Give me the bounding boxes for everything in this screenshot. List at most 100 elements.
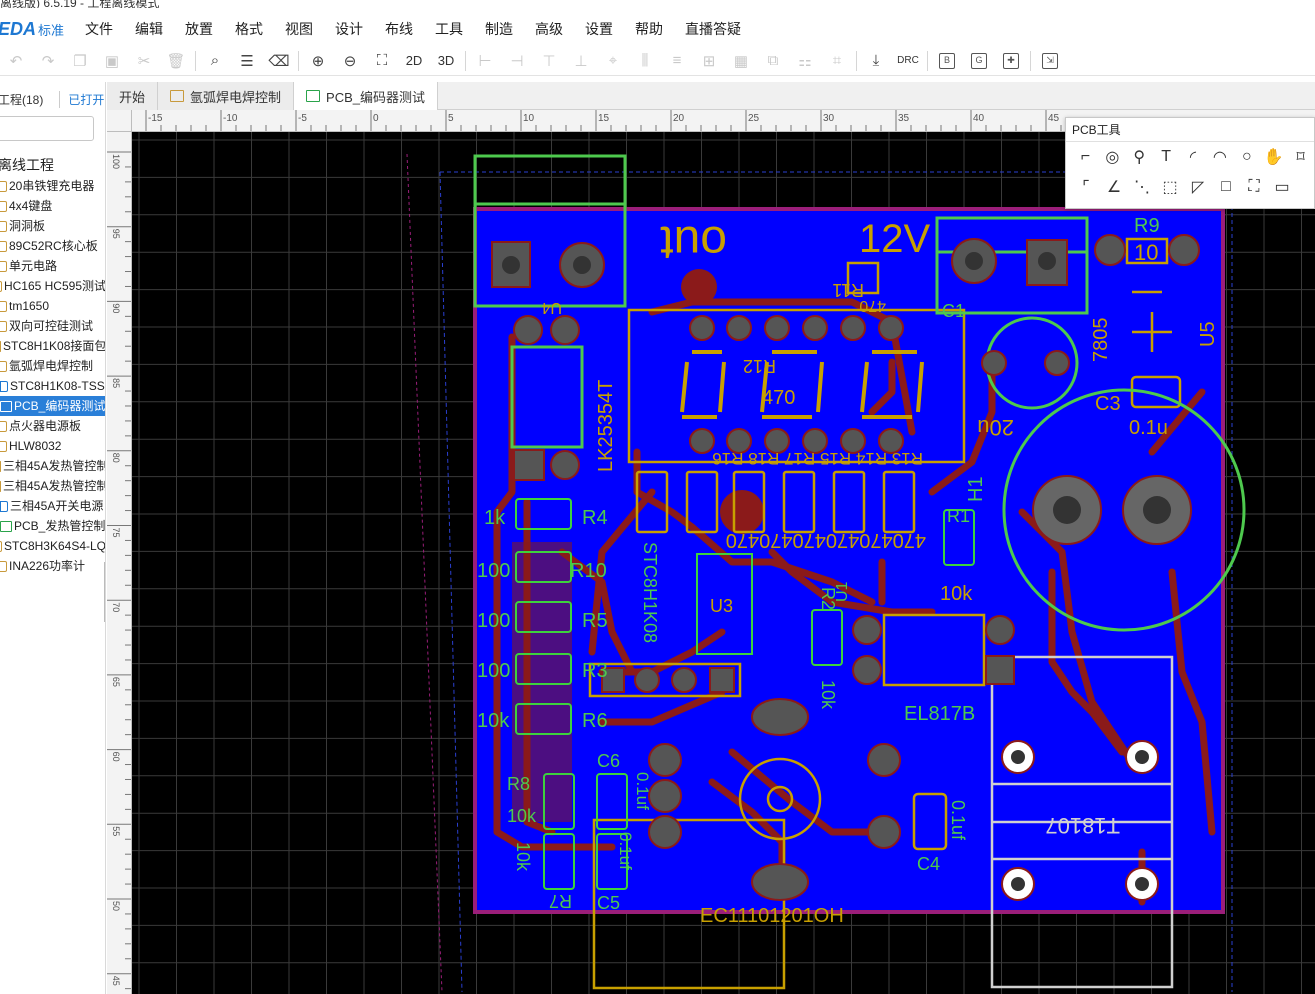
tree-item[interactable]: 点火器电源板 (0, 416, 105, 436)
zoom-in-icon[interactable]: ⊕ (311, 52, 325, 70)
angle-icon[interactable]: ∠ (1106, 179, 1122, 196)
tree-item[interactable]: 三相45A开关电源 (0, 496, 105, 516)
tab-start[interactable]: 开始 (107, 82, 159, 110)
menu-design[interactable]: 设计 (335, 21, 364, 37)
more-icon[interactable]: ⌑ (1296, 149, 1305, 166)
tree-item[interactable]: 三相45A发热管控制 (0, 456, 105, 476)
tree-item[interactable]: PCB_编码器测试 (0, 396, 106, 416)
text-icon[interactable]: T (1161, 148, 1171, 165)
tab-project[interactable]: 氩弧焊电焊控制 (158, 82, 295, 110)
pcb-drawing[interactable]: out 12V R9 10 R11 470 U4 C1 LK25354T 780… (132, 132, 1315, 994)
export-icon[interactable]: ⇲ (1034, 48, 1066, 74)
tree-item[interactable]: 三相45A发热管控制 (0, 476, 105, 496)
arc2-icon[interactable]: ◠ (1212, 149, 1227, 166)
copy-icon[interactable]: ❐ (73, 52, 87, 70)
arrange-icon[interactable]: ⚏ (798, 52, 812, 70)
pad-icon[interactable]: ◎ (1105, 149, 1120, 166)
tab-pcb-active[interactable]: PCB_编码器测试 (294, 82, 438, 110)
tree-item[interactable]: 89C52RC核心板 (0, 236, 105, 256)
trace (598, 688, 726, 726)
pcb-canvas[interactable]: out 12V R9 10 R11 470 U4 C1 LK25354T 780… (132, 132, 1315, 994)
rect-icon[interactable]: □ (1221, 178, 1231, 195)
align-left-icon[interactable]: ⊢ (478, 52, 492, 70)
via-icon[interactable]: ⚲ (1133, 149, 1146, 166)
image-icon[interactable]: ⛶ (1248, 178, 1260, 195)
arc-icon[interactable]: ◜ (1189, 149, 1197, 166)
align-center-icon[interactable]: ⌖ (608, 52, 618, 69)
menu-place[interactable]: 放置 (185, 21, 214, 37)
tree-item[interactable]: 4x4键盘 (0, 196, 105, 216)
view-3d-button[interactable]: 3D (437, 53, 455, 68)
find-similar-icon[interactable]: ☰ (240, 52, 254, 70)
menu-settings[interactable]: 设置 (585, 21, 614, 37)
align-top-icon[interactable]: ⊤ (542, 52, 556, 70)
import-changes-icon[interactable]: ⤓ (872, 52, 880, 69)
delete-icon[interactable]: 🗑 (166, 52, 186, 70)
tree-item[interactable]: PCB_发热管控制 (0, 516, 105, 536)
tree-root[interactable]: 离线工程 (0, 157, 54, 173)
tree-item[interactable]: HC165 HC595测试 (0, 276, 105, 296)
tree-item[interactable]: 氩弧焊电焊控制 (0, 356, 105, 376)
view-2d-button[interactable]: 2D (405, 53, 423, 68)
tree-item[interactable]: STC8H3K64S4-LQ (0, 536, 105, 556)
align-bottom-icon[interactable]: ⊥ (574, 52, 588, 70)
layout-icon[interactable]: ⌗ (832, 52, 842, 69)
gerber-icon[interactable]: G (963, 48, 995, 74)
connect-icon[interactable]: ⋱ (1134, 179, 1150, 196)
align-grid-icon[interactable]: ⊞ (702, 52, 716, 70)
panel-scrollbar[interactable] (104, 562, 105, 622)
tree-item[interactable]: 双向可控硅测试 (0, 316, 105, 336)
ungroup-icon[interactable]: ⧉ (767, 52, 779, 69)
panel-icon[interactable]: ▭ (1274, 179, 1290, 196)
menu-tools[interactable]: 工具 (435, 21, 464, 37)
tree-item[interactable]: INA226功率计 (0, 556, 105, 576)
drc-button[interactable]: DRC (897, 55, 919, 66)
menu-format[interactable]: 格式 (235, 21, 264, 37)
zoom-out-icon[interactable]: ⊖ (343, 52, 357, 70)
project-search-input[interactable] (0, 116, 94, 141)
menu-advanced[interactable]: 高级 (535, 21, 564, 37)
group-icon[interactable]: ▦ (733, 52, 749, 70)
display-pin (878, 428, 904, 454)
cut-icon[interactable]: ✂ (137, 52, 151, 70)
solid-region-icon[interactable]: ⬚ (1162, 179, 1178, 196)
dimension-icon[interactable]: ⌜ (1082, 179, 1090, 196)
menu-fabrication[interactable]: 制造 (485, 21, 514, 37)
menu-live-qa[interactable]: 直播答疑 (685, 21, 742, 37)
tree-item-label: PCB_编码器测试 (14, 399, 106, 413)
redo-icon[interactable]: ↷ (41, 52, 55, 70)
copper-area-icon[interactable]: ◸ (1191, 179, 1205, 196)
tree-item[interactable]: STC8H1K08接面包 (0, 336, 105, 356)
track-icon[interactable]: ⌐ (1080, 148, 1091, 165)
distribute-v-icon[interactable]: ≡ (672, 52, 682, 69)
menu-bar: EDA 标准 文件 编辑 放置 格式 视图 设计 布线 工具 制造 高级 设置 … (0, 12, 1315, 46)
bom-icon[interactable]: B (931, 48, 963, 74)
menu-view[interactable]: 视图 (285, 21, 314, 37)
pads (491, 234, 1200, 901)
fit-view-icon[interactable]: ⛶ (376, 52, 388, 69)
menu-route[interactable]: 布线 (385, 21, 414, 37)
tree-item[interactable]: 20串铁锂充电器 (0, 176, 105, 196)
hand-icon[interactable]: ✋ (1263, 149, 1284, 166)
align-right-icon[interactable]: ⊣ (510, 52, 524, 70)
menu-file[interactable]: 文件 (85, 21, 114, 37)
fabrication-icon[interactable]: ✚ (995, 48, 1027, 74)
ruler-tick-label: -5 (298, 113, 307, 124)
tree-item[interactable]: tm1650 (0, 296, 105, 316)
distribute-h-icon[interactable]: ⫼ (641, 52, 649, 69)
circle-icon[interactable]: ○ (1241, 148, 1252, 165)
eraser-icon[interactable]: ⌫ (268, 52, 290, 70)
menu-help[interactable]: 帮助 (635, 21, 664, 37)
tab-opened[interactable]: 已打开 (59, 90, 104, 108)
tree-item[interactable]: STC8H1K08-TSS (0, 376, 105, 396)
undo-icon[interactable]: ↶ (9, 52, 23, 70)
menu-edit[interactable]: 编辑 (135, 21, 164, 37)
paste-icon[interactable]: ▣ (104, 52, 120, 70)
tree-item[interactable]: HLW8032 (0, 436, 105, 456)
tree-item[interactable]: 洞洞板 (0, 216, 105, 236)
tree-item[interactable]: 单元电路 (0, 256, 105, 276)
tab-projects[interactable]: 工程(18) (0, 92, 44, 107)
schematic-icon (0, 380, 8, 392)
search-icon[interactable]: ⌕ (210, 52, 220, 69)
